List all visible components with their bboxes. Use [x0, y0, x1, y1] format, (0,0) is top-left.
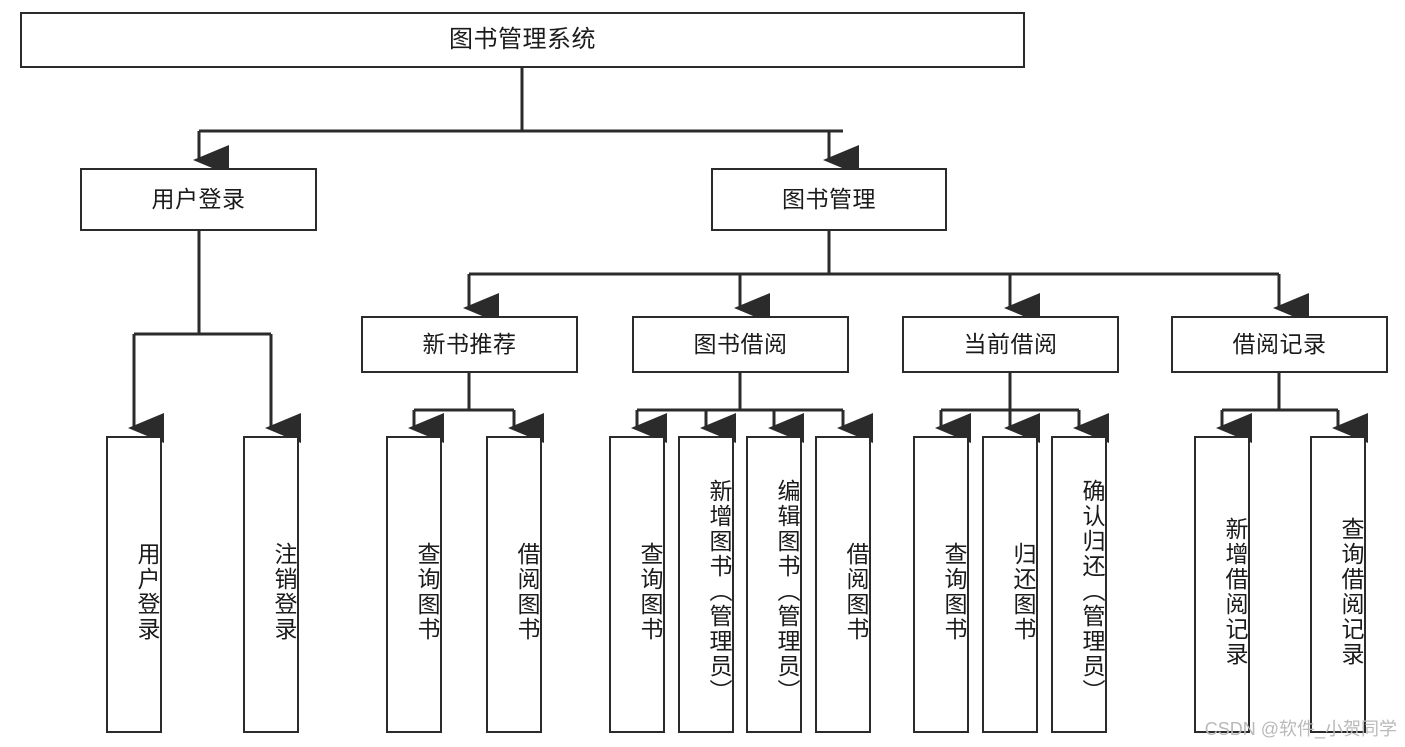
leaf-user-login-signin[interactable]: 用户登录	[106, 436, 162, 733]
leaf-new-book-query[interactable]: 查询图书	[386, 436, 442, 733]
leaf-borrow-borrow-book[interactable]: 借阅图书	[815, 436, 871, 733]
node-current-borrowing[interactable]: 当前借阅	[902, 316, 1119, 373]
leaf-current-query-book[interactable]: 查询图书	[913, 436, 969, 733]
leaf-borrow-edit-book-admin[interactable]: 编辑图书（管理员）	[746, 436, 802, 733]
node-label: 新增借阅记录	[1222, 516, 1248, 667]
node-book-borrowing[interactable]: 图书借阅	[632, 316, 849, 373]
node-label: 确认归还（管理员）	[1079, 479, 1105, 704]
node-label: 图书管理系统	[449, 25, 596, 53]
node-label: 借阅记录	[1232, 330, 1327, 357]
leaf-current-confirm-return-admin[interactable]: 确认归还（管理员）	[1051, 436, 1107, 733]
node-label: 借阅图书	[843, 541, 869, 642]
leaf-borrow-add-book-admin[interactable]: 新增图书（管理员）	[678, 436, 734, 733]
node-book-management[interactable]: 图书管理	[711, 168, 947, 231]
node-label: 新增图书（管理员）	[706, 479, 732, 704]
node-new-book-recommendation[interactable]: 新书推荐	[361, 316, 578, 373]
watermark-text: CSDN @软件_小贺同学	[1204, 719, 1397, 739]
node-label: 图书借阅	[693, 330, 788, 357]
node-label: 查询图书	[637, 541, 663, 642]
node-user-login[interactable]: 用户登录	[80, 168, 317, 231]
leaf-new-book-borrow[interactable]: 借阅图书	[486, 436, 542, 733]
node-label: 新书推荐	[422, 330, 517, 357]
node-root-book-management-system[interactable]: 图书管理系统	[20, 12, 1025, 68]
node-label: 图书管理	[782, 185, 876, 212]
leaf-current-return-book[interactable]: 归还图书	[982, 436, 1038, 733]
node-label: 用户登录	[151, 185, 246, 212]
node-label: 查询借阅记录	[1338, 516, 1364, 667]
leaf-record-add-borrow-record[interactable]: 新增借阅记录	[1194, 436, 1250, 733]
leaf-record-query-borrow-record[interactable]: 查询借阅记录	[1310, 436, 1366, 733]
node-label: 用户登录	[134, 541, 160, 642]
node-label: 查询图书	[414, 541, 440, 642]
node-label: 查询图书	[941, 541, 967, 642]
leaf-user-login-signout[interactable]: 注销登录	[243, 436, 299, 733]
node-label: 借阅图书	[514, 541, 540, 642]
node-label: 归还图书	[1010, 541, 1036, 642]
node-label: 注销登录	[271, 541, 297, 642]
node-label: 当前借阅	[963, 330, 1058, 357]
leaf-borrow-query-book[interactable]: 查询图书	[609, 436, 665, 733]
node-label: 编辑图书（管理员）	[774, 479, 800, 704]
node-borrow-records[interactable]: 借阅记录	[1171, 316, 1388, 373]
